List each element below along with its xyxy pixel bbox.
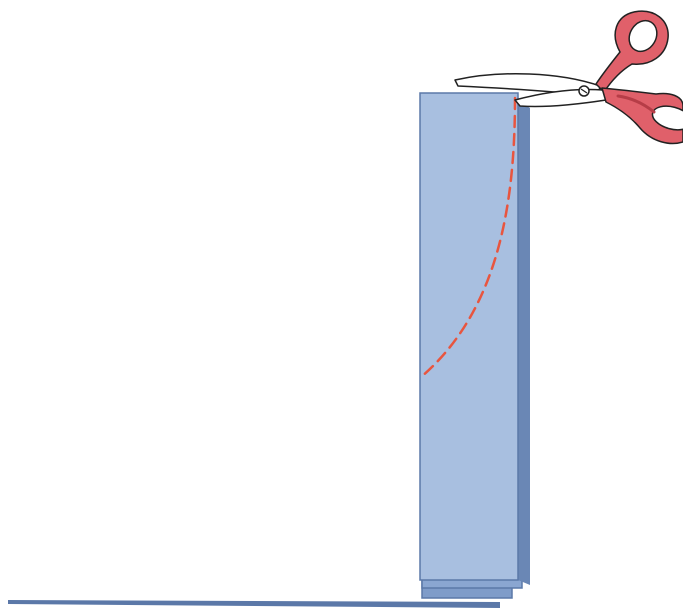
paper-sheet-front <box>420 93 518 580</box>
scissors-lower-blade <box>515 89 606 106</box>
paper-sheet-side-shadow <box>518 100 530 585</box>
paper-stack <box>420 93 530 598</box>
floor-shadow <box>8 600 500 608</box>
scissors-upper-handle <box>596 11 668 92</box>
